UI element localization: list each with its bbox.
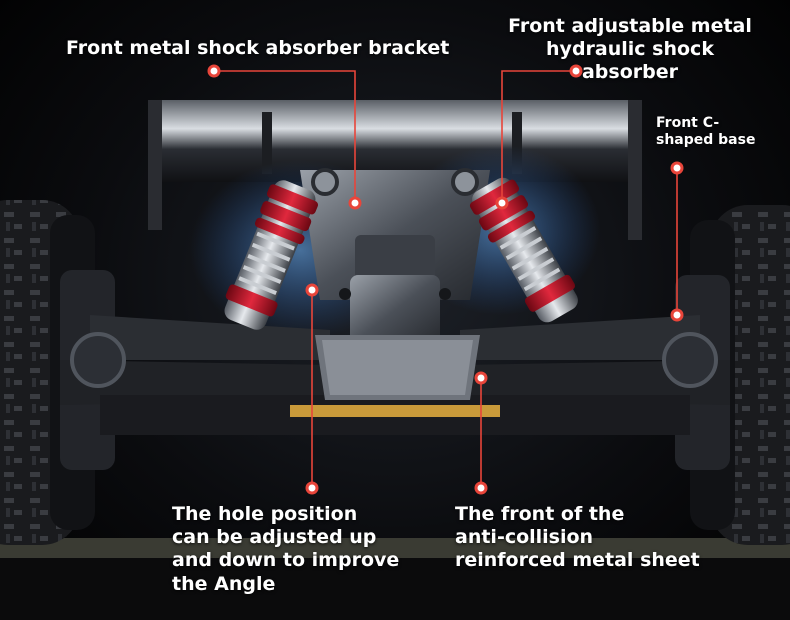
callout-dot-hole-point xyxy=(305,283,319,297)
ground-strip xyxy=(0,538,790,560)
callout-dot-hole-label xyxy=(305,481,319,495)
callout-dot-bracket-point xyxy=(348,196,362,210)
callout-dot-hydraulic-point xyxy=(495,196,509,210)
callout-label-c-shaped-base: Front C- shaped base xyxy=(656,115,756,149)
front-bumper-plate xyxy=(290,335,500,417)
callout-dot-cbase-point xyxy=(670,308,684,322)
callout-label-anti-collision-sheet: The front of the anti-collision reinforc… xyxy=(455,503,700,572)
callout-dot-cbase-label xyxy=(670,161,684,175)
callout-dot-hydraulic-label xyxy=(569,64,583,78)
callout-label-hole-position: The hole position can be adjusted up and… xyxy=(172,503,400,595)
suspension-arms xyxy=(60,315,730,435)
callout-dot-front-label xyxy=(474,481,488,495)
callout-markers xyxy=(214,70,678,488)
callout-label-shock-bracket: Front metal shock absorber bracket xyxy=(66,37,450,59)
right-shock-absorber xyxy=(469,177,578,323)
callout-dot-bracket-label xyxy=(207,64,221,78)
left-shock-absorber xyxy=(224,180,318,330)
callout-label-hydraulic-shock: Front adjustable metal hydraulic shock a… xyxy=(508,15,752,84)
shock-tower xyxy=(300,168,490,345)
callout-dot-front-point xyxy=(474,371,488,385)
